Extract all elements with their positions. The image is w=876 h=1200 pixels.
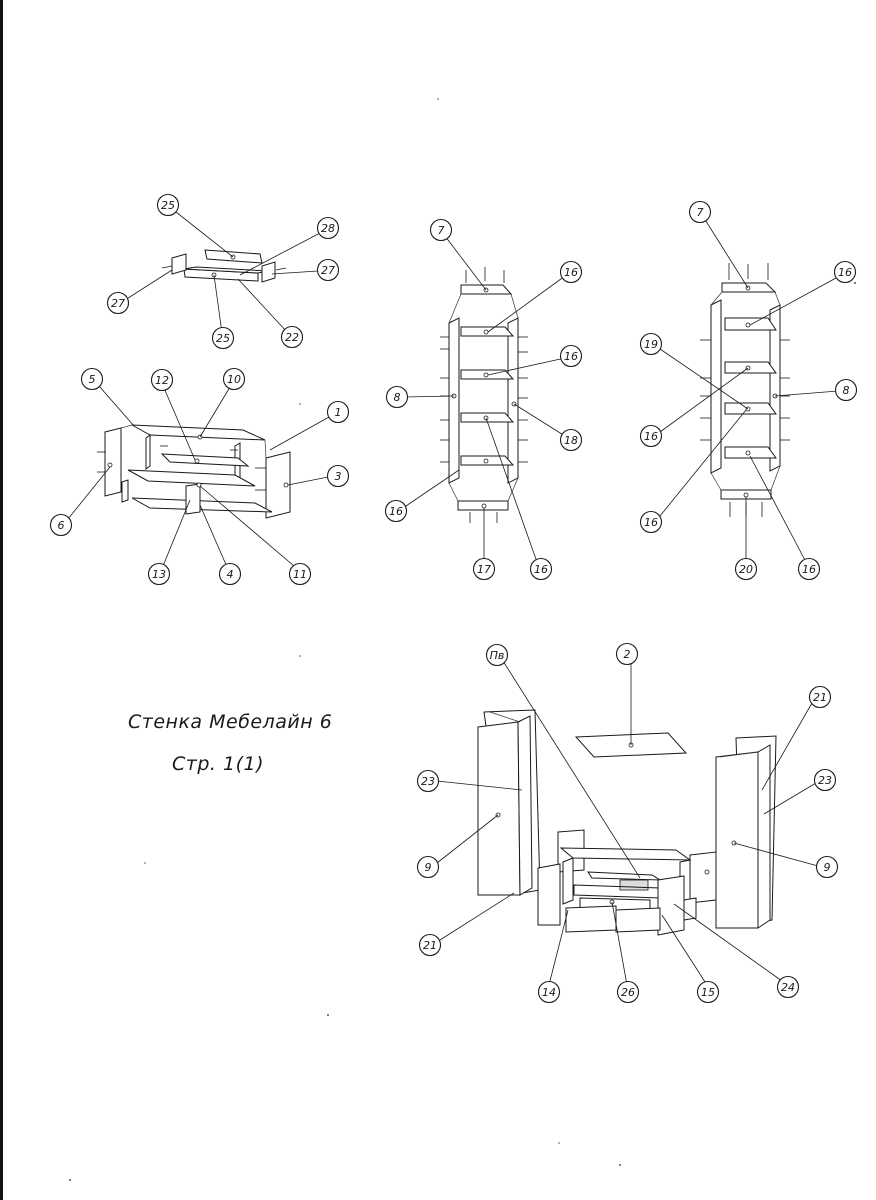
svg-text:23: 23	[421, 775, 435, 788]
callout-8-left-shelf: 8	[385, 385, 409, 409]
callout-12: 12	[150, 368, 174, 392]
shelf-unit-right-diagram	[659, 217, 839, 563]
callout-23-right: 23	[813, 768, 837, 792]
page-number: Стр. 1(1)	[172, 753, 264, 775]
callout-17: 17	[472, 557, 496, 581]
svg-text:23: 23	[818, 774, 832, 787]
svg-text:27: 27	[321, 264, 335, 277]
svg-text:22: 22	[285, 331, 299, 344]
svg-text:25: 25	[216, 332, 230, 345]
callout-16-d: 16	[529, 557, 553, 581]
product-title: Стенка Мебелайн 6	[128, 711, 333, 733]
shelf-unit-left-diagram	[402, 235, 566, 563]
svg-text:28: 28	[321, 222, 335, 235]
svg-text:9: 9	[824, 861, 831, 874]
svg-text:8: 8	[843, 384, 850, 397]
svg-text:27: 27	[111, 297, 125, 310]
callout-19: 19	[639, 332, 663, 356]
full-assembly-diagram	[436, 660, 819, 986]
callout-16-a: 16	[559, 260, 583, 284]
callout-6: 6	[49, 513, 73, 537]
callout-21-bottom: 21	[418, 933, 442, 957]
callout-26: 26	[616, 980, 640, 1004]
svg-text:Пв: Пв	[490, 649, 505, 662]
callout-13: 13	[147, 562, 171, 586]
callout-28: 28	[316, 216, 340, 240]
callout-7-left-shelf: 7	[429, 218, 453, 242]
callout-18: 18	[559, 428, 583, 452]
svg-text:15: 15	[701, 986, 715, 999]
svg-text:16: 16	[534, 563, 548, 576]
svg-text:16: 16	[644, 516, 658, 529]
svg-text:12: 12	[155, 374, 169, 387]
callout-24: 24	[776, 975, 800, 999]
svg-text:13: 13	[152, 568, 166, 581]
drawer-top-diagram	[124, 211, 321, 334]
svg-text:3: 3	[335, 470, 342, 483]
scan-specks	[69, 98, 856, 1181]
callout-9-right: 9	[815, 855, 839, 879]
callout-16-e: 16	[833, 260, 857, 284]
callout-16-c: 16	[384, 499, 408, 523]
callout-pv: Пв	[485, 643, 509, 667]
svg-text:16: 16	[564, 350, 578, 363]
tv-unit-diagram	[67, 385, 330, 568]
svg-text:21: 21	[423, 939, 437, 952]
svg-text:8: 8	[394, 391, 401, 404]
callout-5: 5	[80, 367, 104, 391]
sheet-margin-line	[0, 0, 3, 1200]
callout-10: 10	[222, 367, 246, 391]
svg-text:10: 10	[227, 373, 241, 386]
svg-text:5: 5	[89, 373, 96, 386]
svg-text:6: 6	[58, 519, 65, 532]
svg-text:16: 16	[564, 266, 578, 279]
svg-text:21: 21	[813, 691, 827, 704]
callout-16-g: 16	[639, 510, 663, 534]
callout-21-top: 21	[808, 685, 832, 709]
callout-22: 22	[280, 325, 304, 349]
callout-16-b: 16	[559, 344, 583, 368]
svg-text:24: 24	[781, 981, 795, 994]
callout-15: 15	[696, 980, 720, 1004]
svg-text:16: 16	[802, 563, 816, 576]
callout-14: 14	[537, 980, 561, 1004]
svg-text:20: 20	[739, 563, 753, 576]
callout-16-f: 16	[639, 424, 663, 448]
svg-text:2: 2	[624, 648, 631, 661]
svg-text:7: 7	[438, 224, 445, 237]
callout-11: 11	[288, 562, 312, 586]
callout-3: 3	[326, 464, 350, 488]
callout-23-left: 23	[416, 769, 440, 793]
svg-text:16: 16	[389, 505, 403, 518]
svg-text:16: 16	[644, 430, 658, 443]
svg-text:26: 26	[621, 986, 635, 999]
svg-text:25: 25	[161, 199, 175, 212]
callout-8-right-shelf: 8	[834, 378, 858, 402]
callout-16-h: 16	[797, 557, 821, 581]
svg-text:4: 4	[227, 568, 234, 581]
callout-27-left: 27	[106, 291, 130, 315]
callout-7-right-shelf: 7	[688, 200, 712, 224]
callout-27-right: 27	[316, 258, 340, 282]
callout-25-top: 25	[156, 193, 180, 217]
svg-text:14: 14	[542, 986, 556, 999]
callout-20: 20	[734, 557, 758, 581]
callout-25-bottom: 25	[211, 326, 235, 350]
svg-text:1: 1	[335, 406, 342, 419]
callout-9-left: 9	[416, 855, 440, 879]
svg-text:18: 18	[564, 434, 578, 447]
svg-text:9: 9	[425, 861, 432, 874]
svg-text:11: 11	[293, 568, 307, 581]
svg-text:17: 17	[477, 563, 491, 576]
callout-1: 1	[326, 400, 350, 424]
svg-text:7: 7	[697, 206, 704, 219]
callout-4: 4	[218, 562, 242, 586]
svg-text:19: 19	[644, 338, 658, 351]
svg-text:16: 16	[838, 266, 852, 279]
callout-2: 2	[615, 642, 639, 666]
